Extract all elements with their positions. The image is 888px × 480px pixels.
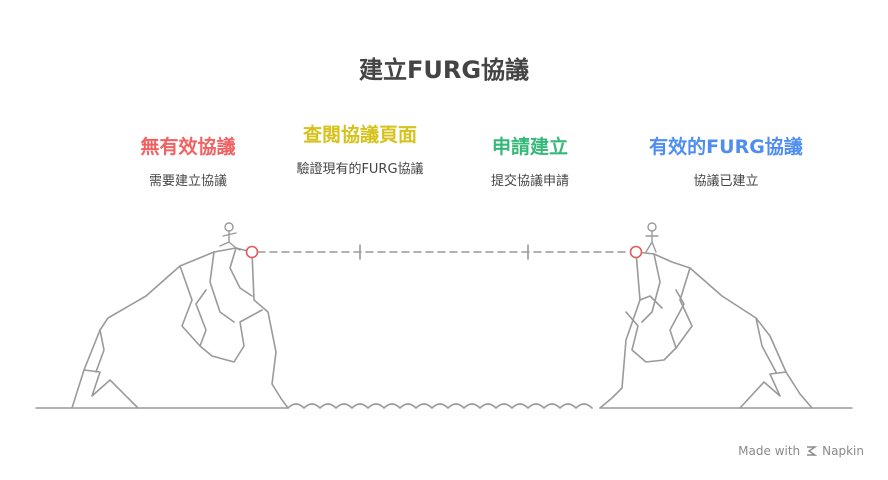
stage-description: 提交協議申請 [490,174,569,189]
end-marker [629,245,643,259]
left-cliff [71,247,289,409]
stage-valid-furg-agreement: 有效的FURG協議 協議已建立 [636,132,816,190]
made-with-text: Made with [738,444,801,458]
stage-label: 查閱協議頁面 [302,124,417,146]
page-title: 建立FURG協議 [358,56,530,84]
stage-description: 需要建立協議 [148,174,227,189]
stage-no-valid-agreement: 無有效協議 需要建立協議 [128,132,248,190]
water-waves [287,403,593,409]
start-marker [245,245,259,259]
stage-description: 協議已建立 [693,174,759,189]
stage-apply-creation: 申請建立 提交協議申請 [470,132,590,190]
stage-review-agreement-page: 查閱協議頁面 驗證現有的FURG協議 [290,120,430,178]
footer-attribution: Made with Napkin [738,444,864,458]
brand-name: Napkin [822,444,864,458]
napkin-logo-icon [807,446,818,456]
stage-label: 無有效協議 [140,136,236,158]
stick-figure-left [219,222,241,251]
stage-label: 有效的FURG協議 [649,136,803,158]
stage-description: 驗證現有的FURG協議 [296,162,424,177]
stick-figure-right [645,222,659,253]
right-cliff [599,251,813,409]
stage-label: 申請建立 [491,136,568,158]
